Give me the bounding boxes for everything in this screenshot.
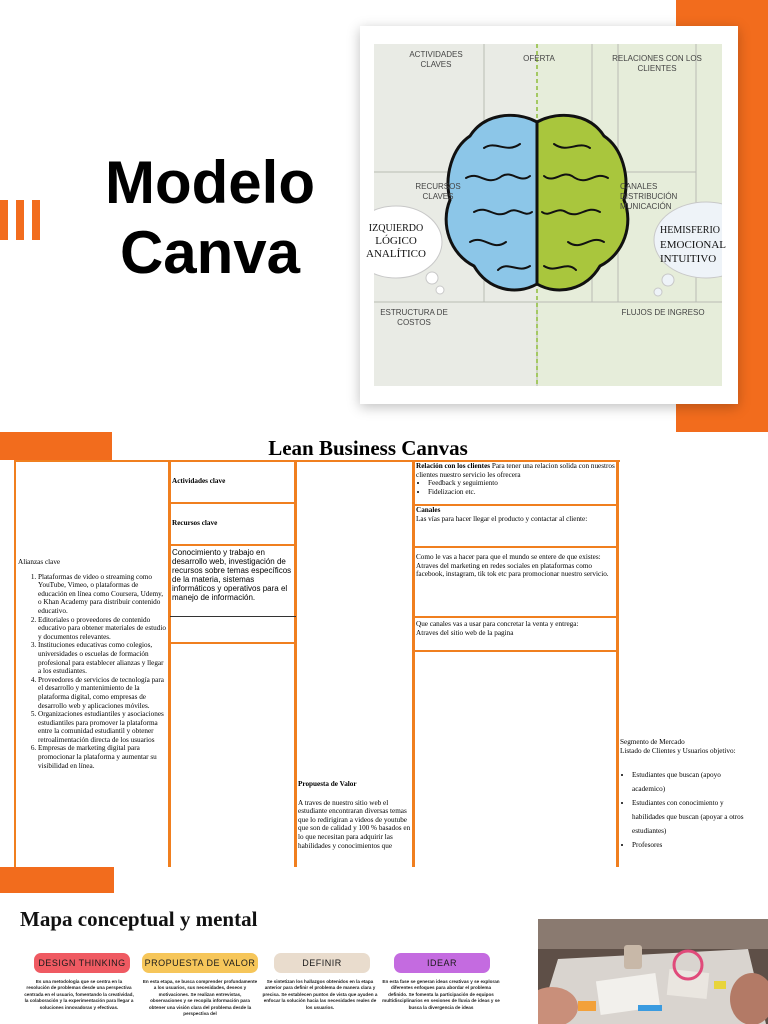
canales-text: Las vías para hacer llegar el producto y…	[416, 514, 588, 523]
grid-line	[414, 546, 618, 548]
label-oferta: OFERTA	[523, 54, 555, 63]
cell-segmento-mercado: Segmento de Mercado Listado de Clientes …	[620, 738, 754, 867]
slide-modelo-canva: Modelo Canva	[0, 0, 768, 432]
list-item: Instituciones educativas como colegios, …	[38, 641, 168, 675]
cell-actividades-clave: Actividades clave	[172, 477, 292, 486]
canales-question-2: Que canales vas a usar para concretar la…	[416, 620, 616, 637]
grid-line	[170, 616, 296, 617]
orange-bars-decoration	[0, 200, 46, 240]
segmento-list: Estudiantes que buscan (apoyo academico)…	[620, 768, 754, 852]
grid-line	[170, 502, 296, 504]
title-line-2: Canva	[119, 219, 301, 286]
pill-label: DEFINIR	[302, 958, 342, 968]
pill-label: DESIGN THINKING	[38, 958, 126, 968]
pill-label: IDEAR	[426, 958, 457, 968]
bubble-left-line: ANALÍTICO	[366, 248, 426, 260]
propuesta-heading: Propuesta de Valor	[298, 780, 357, 788]
list-item: Editoriales o proveedores de contenido e…	[38, 616, 168, 642]
pill-desc-design-thinking: Es una metodología que se centra en la r…	[24, 979, 134, 1010]
propuesta-text: A traves de nuestro sitio web el estudia…	[298, 798, 411, 850]
list-item: Proveedores de servicios de tecnología p…	[38, 676, 168, 710]
actividades-heading: Actividades clave	[172, 477, 226, 485]
grid-line	[414, 616, 618, 618]
bubble-right-text: HEMISFERIO EMOCIONAL INTUITIVO	[660, 224, 738, 266]
cell-alianzas-clave: Alianzas clave Plataformas de video o st…	[18, 558, 168, 858]
slide-lean-business-canvas: Lean Business Canvas Alianzas clave Plat…	[0, 432, 768, 867]
brain-canvas-image: ACTIVIDADES CLAVES OFERTA RELACIONES CON…	[360, 26, 738, 404]
grid-line	[414, 504, 618, 506]
pill-design-thinking: DESIGN THINKING	[34, 953, 130, 973]
bubble-right-line: EMOCIONAL	[660, 239, 726, 251]
list-item: Organizaciones estudiantiles y asociacio…	[38, 710, 168, 744]
canales-a1: Atraves del marketing en redes sociales …	[416, 561, 609, 579]
title-line-1: Modelo	[105, 149, 315, 216]
alianzas-list: Plataformas de video o streaming como Yo…	[18, 573, 168, 771]
segmento-subheading: Listado de Clientes y Usuarios objetivo:	[620, 747, 736, 755]
pill-definir: DEFINIR	[274, 953, 370, 973]
slide-title: Modelo Canva	[90, 148, 330, 288]
bubble-left-line: IZQUIERDO	[368, 223, 424, 234]
label-relaciones: RELACIONES CON LOS CLIENTES	[612, 54, 702, 73]
grid-line	[168, 460, 171, 867]
list-item: Profesores	[632, 838, 754, 852]
canales-a2: Atraves del sitio web de la pagina	[416, 628, 514, 637]
canales-question-1: Como le vas a hacer para que el mundo se…	[416, 553, 616, 579]
orange-tab	[0, 432, 112, 460]
cell-relacion-clientes: Relación con los clientes Para tener una…	[416, 462, 616, 496]
canales-heading: Canales	[416, 506, 441, 514]
list-item: Estudiantes con conocimiento y habilidad…	[632, 796, 754, 838]
list-item: Feedback y seguimiento	[428, 479, 616, 488]
grid-line	[14, 460, 16, 867]
list-item: Empresas de marketing digital para promo…	[38, 744, 168, 770]
list-item: Estudiantes que buscan (apoyo academico)	[632, 768, 754, 796]
pill-desc-propuesta: En esta etapa, se busca comprender profu…	[142, 979, 258, 1017]
grid-line	[294, 460, 297, 867]
alianzas-heading: Alianzas clave	[18, 558, 61, 566]
mapa-title: Mapa conceptual y mental	[20, 907, 258, 931]
team-photo-illustration	[538, 919, 768, 1024]
canales-q1: Como le vas a hacer para que el mundo se…	[416, 553, 601, 561]
label-actividades: ACTIVIDADES CLAVES	[409, 50, 463, 69]
grid-line	[170, 544, 296, 546]
brain-illustration	[360, 44, 738, 386]
relacion-text: Para tener una relacion solida con nuest…	[416, 462, 615, 479]
list-item: Fidelizacion etc.	[428, 488, 616, 497]
grid-line	[616, 460, 619, 867]
grid-line	[414, 650, 618, 652]
label-recursos: RECURSOS CLAVES	[415, 182, 461, 201]
recursos-heading: Recursos clave	[172, 519, 218, 527]
segmento-heading: Segmento de Mercado	[620, 738, 685, 746]
orange-tab	[0, 867, 114, 893]
pill-label: PROPUESTA DE VALOR	[144, 958, 256, 968]
cell-canales: Canales Las vías para hacer llegar el pr…	[416, 506, 616, 523]
canvas-grid-illustration: ACTIVIDADES CLAVES OFERTA RELACIONES CON…	[360, 44, 738, 386]
list-item: Plataformas de video o streaming como Yo…	[38, 573, 168, 616]
label-estructura: ESTRUCTURA DE COSTOS	[380, 308, 448, 327]
bubble-right-line: HEMISFERIO	[660, 225, 721, 236]
pill-idear: IDEAR	[394, 953, 490, 973]
bubble-left-text: IZQUIERDO LÓGICO ANALÍTICO	[360, 222, 434, 261]
lean-canvas-title: Lean Business Canvas	[268, 436, 468, 460]
relacion-heading: Relación con los clientes	[416, 462, 491, 470]
team-photo	[538, 919, 768, 1024]
pill-desc-definir: Se sintetizan los hallazgos obtenidos en…	[262, 979, 378, 1010]
bubble-right-line: INTUITIVO	[660, 253, 717, 265]
relacion-list: Feedback y seguimiento Fidelizacion etc.	[416, 479, 616, 496]
label-flujos: FLUJOS DE INGRESO	[621, 308, 705, 317]
pill-propuesta-valor: PROPUESTA DE VALOR	[142, 953, 258, 973]
cell-propuesta-valor: Propuesta de Valor A traves de nuestro s…	[298, 780, 412, 867]
grid-line	[14, 460, 620, 462]
pill-desc-idear: En esta fase se generan ideas creativas …	[382, 979, 500, 1010]
cell-recursos-clave: Recursos clave	[172, 519, 292, 528]
grid-line	[170, 642, 296, 644]
slide-mapa-conceptual: Mapa conceptual y mental DESIGN THINKING…	[0, 867, 768, 1024]
recursos-text: Conocimiento y trabajo en desarrollo web…	[172, 548, 292, 602]
label-canales: CANALES DISTRIBUCIÓN MUNICACIÓN	[620, 182, 678, 211]
bubble-left-line: LÓGICO	[375, 235, 417, 247]
canales-q2: Que canales vas a usar para concretar la…	[416, 620, 579, 628]
grid-line	[412, 460, 415, 867]
